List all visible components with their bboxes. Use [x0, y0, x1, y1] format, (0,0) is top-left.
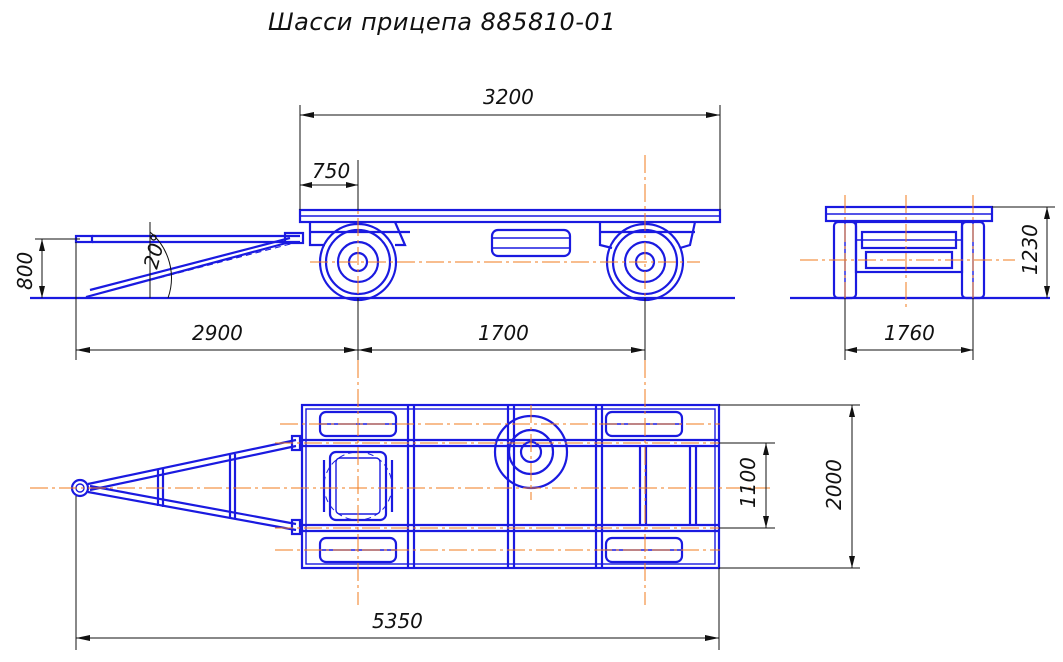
dim-total-length: 5350 — [372, 609, 423, 633]
dim-overall-length: 3200 — [483, 85, 534, 109]
dim-height: 800 — [13, 252, 37, 290]
drawing-title: Шасси прицепа 885810-01 — [268, 8, 616, 36]
dim-front-offset: 750 — [312, 159, 350, 183]
dim-drawbar-length: 2900 — [192, 321, 243, 345]
drawbar-top — [70, 434, 302, 536]
front-view: 1230 1760 — [790, 195, 1055, 360]
dim-wheelbase: 1700 — [478, 321, 529, 345]
spare-wheel-side — [490, 228, 572, 258]
top-frame — [300, 403, 721, 570]
front-axle-frame — [854, 220, 964, 274]
dim-inner-width: 1100 — [736, 457, 760, 508]
dim-overall-width: 2000 — [822, 459, 846, 510]
dim-front-height: 1230 — [1018, 224, 1042, 275]
drawbar-side — [74, 231, 305, 299]
top-view: 1100 2000 5350 — [30, 360, 860, 650]
side-view: 3200 750 800 20° 2900 1700 — [13, 85, 735, 360]
dim-track: 1760 — [884, 321, 935, 345]
front-frame — [308, 222, 325, 247]
